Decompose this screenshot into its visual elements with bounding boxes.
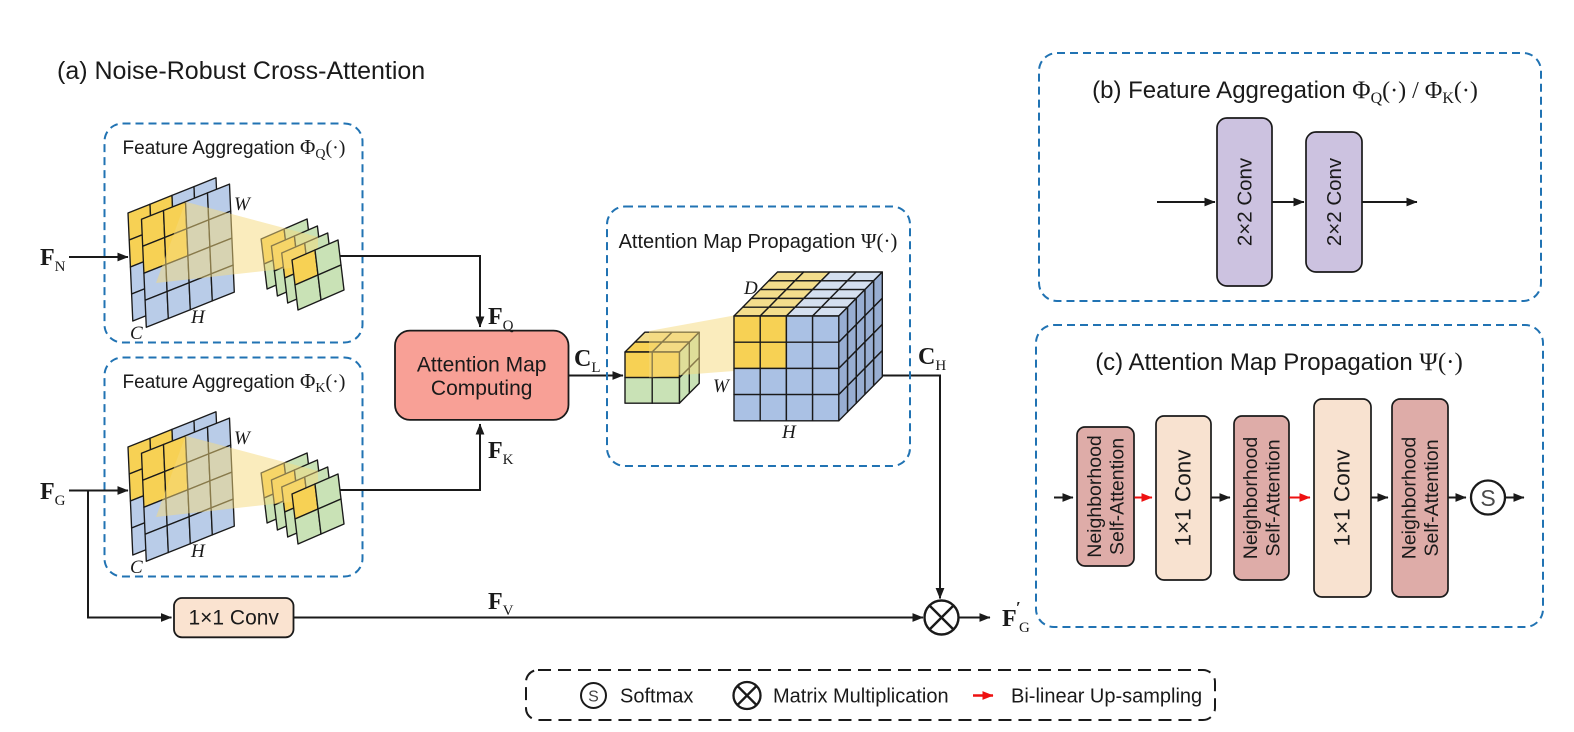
svg-text:Softmax: Softmax [620,686,693,708]
svg-text:2×2 Conv: 2×2 Conv [1234,157,1257,246]
svg-text:NeighborhoodSelf-Attention: NeighborhoodSelf-Attention [1240,437,1285,560]
svg-text:FG: FG [40,479,66,509]
svg-text:NeighborhoodSelf-Attention: NeighborhoodSelf-Attention [1084,435,1129,558]
svg-text:H: H [781,422,797,443]
svg-text:Matrix Multiplication: Matrix Multiplication [773,686,949,708]
svg-text:NeighborhoodSelf-Attention: NeighborhoodSelf-Attention [1399,437,1444,560]
svg-text:Computing: Computing [431,377,533,400]
svg-text:Bi-linear Up-sampling: Bi-linear Up-sampling [1011,686,1202,708]
svg-text:(b) Feature Aggregation ΦQ(·): (b) Feature Aggregation ΦQ(·) / ΦK(·) [1092,77,1478,107]
svg-text:W: W [713,376,731,397]
svg-text:G: G [1019,620,1030,636]
svg-text:Feature Aggregation ΦQ(·): Feature Aggregation ΦQ(·) [123,135,346,162]
svg-text:1×1 Conv: 1×1 Conv [1171,449,1196,547]
svg-text:2×2 Conv: 2×2 Conv [1323,157,1346,246]
svg-text:Feature Aggregation ΦK(·): Feature Aggregation ΦK(·) [123,369,346,396]
svg-text:D: D [743,278,758,299]
svg-text:(c) Attention Map Propagation: (c) Attention Map Propagation Ψ(·) [1095,349,1463,376]
svg-text:′: ′ [1016,598,1021,617]
svg-text:Attention Map Propagation Ψ(·): Attention Map Propagation Ψ(·) [619,229,898,253]
svg-text:F: F [1002,606,1017,632]
svg-text:S: S [588,689,599,706]
svg-text:1×1 Conv: 1×1 Conv [188,607,279,630]
svg-text:(a) Noise-Robust Cross-Attenti: (a) Noise-Robust Cross-Attention [57,57,425,85]
svg-text:Attention Map: Attention Map [417,354,547,377]
svg-text:S: S [1480,485,1495,511]
svg-text:1×1 Conv: 1×1 Conv [1330,449,1355,547]
